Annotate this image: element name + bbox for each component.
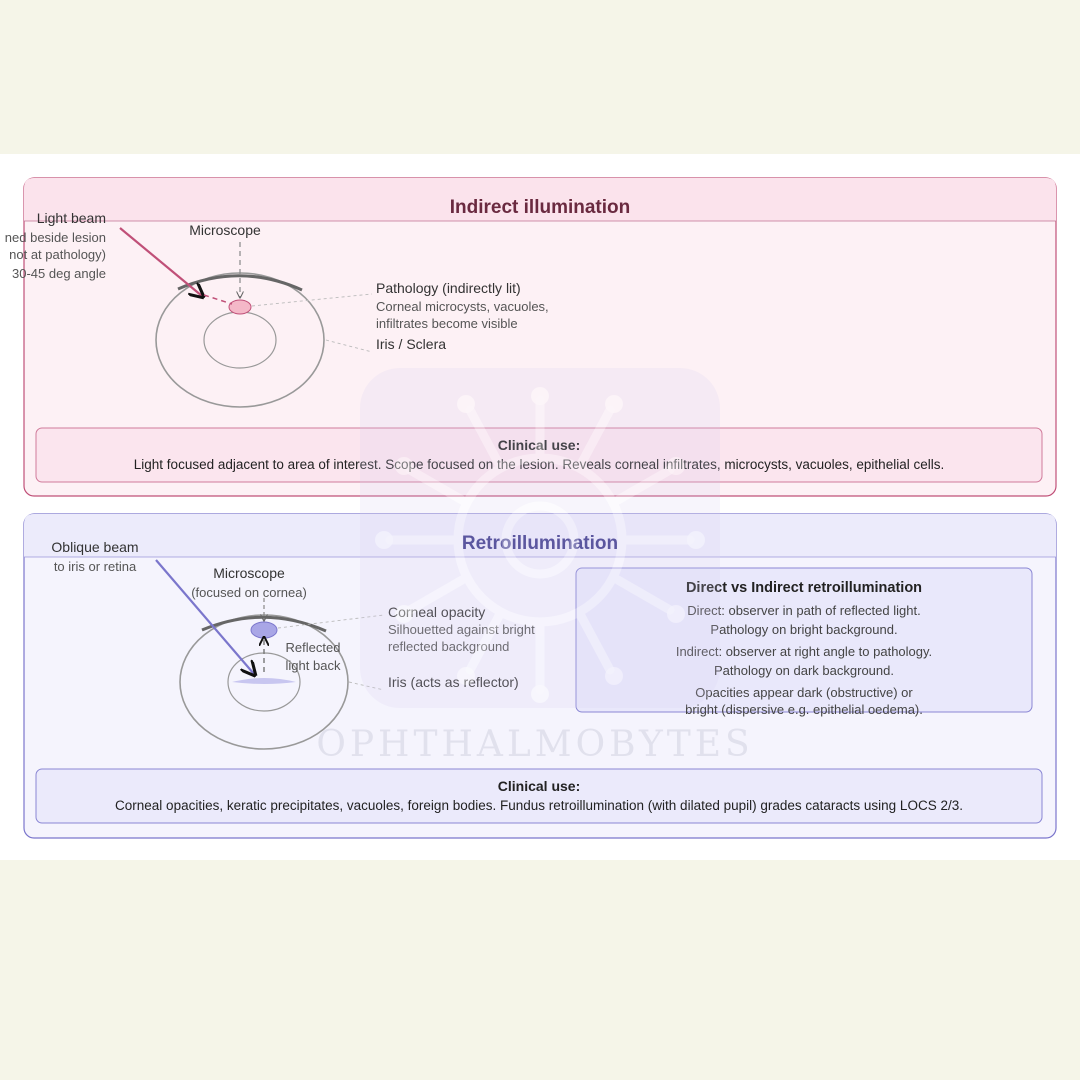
corneal-opacity-spot <box>250 621 278 639</box>
oblique-beam-label: Oblique beam <box>51 539 138 555</box>
oblique-beam-note: to iris or retina <box>54 559 137 574</box>
indirect-panel: Indirect illumination Light beam ned bes… <box>5 177 1057 497</box>
retro-title: Retroillumination <box>462 533 618 554</box>
watermark-text: OPHTHALMOBYTES <box>316 724 753 765</box>
retro-reflector-band <box>232 678 296 684</box>
reflected-label-1: Reflected <box>286 640 341 655</box>
indirect-clinical-box <box>35 427 1043 483</box>
watermark-logo: OPHTHALMOBYTES <box>316 368 753 765</box>
indirect-pathology-leader <box>251 293 373 307</box>
retro-microscope-note: (focused on cornea) <box>191 585 307 600</box>
light-beam-note-2: not at pathology) <box>9 247 106 262</box>
pathology-note-2: infiltrates become visible <box>376 316 518 331</box>
indirect-light-beam <box>119 227 202 296</box>
reflected-label-2: light back <box>286 658 341 673</box>
retro-iris-label: Iris (acts as reflector) <box>388 674 519 690</box>
compare-line-5: Opacities appear dark (obstructive) or <box>695 685 913 700</box>
iris-sclera-label: Iris / Sclera <box>376 336 446 352</box>
retro-clinical-box <box>35 768 1043 824</box>
oblique-beam <box>155 559 254 674</box>
compare-box <box>575 567 1033 713</box>
light-beam-note-3: 30-45 deg angle <box>12 266 106 281</box>
corneal-opacity-note-2: reflected background <box>388 639 509 654</box>
retro-microscope-label: Microscope <box>213 565 285 581</box>
compare-title: Direct vs Indirect retroillumination <box>686 580 922 596</box>
compare-line-1: Direct: observer in path of reflected li… <box>687 603 920 618</box>
corneal-opacity-label: Corneal opacity <box>388 604 485 620</box>
light-beam-note-1: ned beside lesion <box>5 230 106 245</box>
pathology-label: Pathology (indirectly lit) <box>376 280 521 296</box>
compare-line-6: bright (dispersive e.g. epithelial oedem… <box>685 702 923 717</box>
indirect-iris-leader <box>325 339 373 353</box>
retro-panel: Retroillumination Oblique beam to iris o… <box>23 513 1057 839</box>
light-beam-label: Light beam <box>37 210 106 226</box>
compare-line-3: Indirect: observer at right angle to pat… <box>676 644 932 659</box>
indirect-title: Indirect illumination <box>450 197 631 218</box>
indirect-beam-scatter <box>203 294 233 305</box>
corneal-opacity-note-1: Silhouetted against bright <box>388 622 535 637</box>
compare-line-4: Pathology on dark background. <box>714 663 894 678</box>
indirect-pathology-spot <box>228 299 252 315</box>
pathology-note-1: Corneal microcysts, vacuoles, <box>376 299 549 314</box>
retro-clinical-heading: Clinical use: <box>498 778 580 794</box>
retro-clinical-text: Corneal opacities, keratic precipitates,… <box>115 798 963 813</box>
indirect-microscope-label: Microscope <box>189 222 261 238</box>
indirect-clinical-heading: Clinical use: <box>498 437 580 453</box>
indirect-clinical-text: Light focused adjacent to area of intere… <box>134 457 944 472</box>
compare-line-2: Pathology on bright background. <box>710 622 897 637</box>
